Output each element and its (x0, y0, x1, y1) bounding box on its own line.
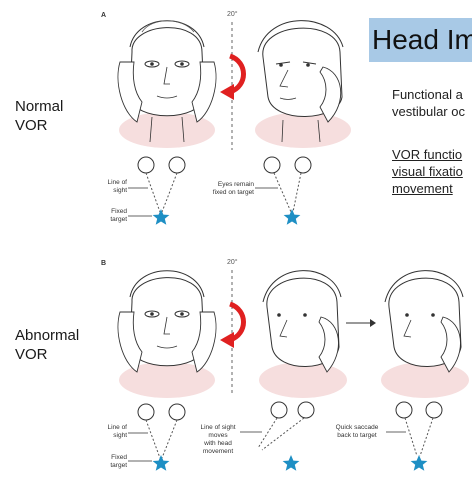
label-line-of-sight-a: Line of sight (95, 179, 127, 195)
label-text: Fixed (111, 208, 127, 215)
panel-b-letter: B (101, 260, 107, 267)
label-text: back to target (337, 432, 377, 439)
star-icon (282, 455, 300, 471)
head-turned-b (259, 270, 347, 398)
label-quick-saccade: Quick saccade back to target (330, 424, 384, 440)
head-front-b (117, 270, 217, 398)
star-icon (152, 209, 170, 225)
right-arrow-icon (346, 319, 376, 327)
rotation-arrow-icon (220, 53, 246, 100)
label-moves-with-head: Line of sight moves with head movement (196, 424, 240, 456)
star-icon (152, 455, 170, 471)
eye-circle-icon (137, 403, 155, 421)
head-turned-b-saccade (381, 270, 469, 398)
eye-circle-icon (297, 401, 315, 419)
label-text: Eyes remain (217, 181, 254, 188)
slide-title-background (369, 18, 472, 62)
side-underlined-line-2: visual fixatio (392, 164, 463, 179)
label-text: movement (202, 448, 234, 455)
label-text: Quick saccade (335, 424, 379, 431)
label-text: Line of (107, 424, 127, 431)
slide-title: Head Im (372, 24, 472, 55)
head-front-a (117, 20, 217, 148)
label-text: target (110, 462, 127, 469)
label-text: Line of (107, 179, 127, 186)
eye-circle-icon (395, 401, 413, 419)
eye-circle-icon (137, 156, 155, 174)
label-fixed-target-b: Fixed target (95, 454, 127, 470)
side-underlined-line-3: movement (392, 181, 453, 196)
label-eyes-remain: Eyes remain fixed on target (196, 181, 254, 197)
row-label-normal-line-2: VOR (15, 117, 48, 134)
eye-circle-icon (263, 156, 281, 174)
row-label-normal-line-1: Normal (15, 98, 64, 115)
row-label-normal: Normal VOR (15, 97, 63, 135)
side-text-line-1: Functional a (392, 87, 463, 102)
label-text: target (110, 216, 127, 223)
label-text: fixed on target (212, 189, 254, 196)
side-underlined-line-1: VOR functio (392, 147, 463, 162)
label-line-of-sight-b: Line of sight (95, 424, 127, 440)
star-icon (283, 209, 301, 225)
label-text: sight (113, 432, 127, 439)
head-turned-a (255, 20, 351, 148)
label-text: Fixed (111, 454, 127, 461)
row-label-abnormal: Abnormal VOR (15, 326, 79, 364)
eye-circle-icon (168, 403, 186, 421)
label-text: sight (113, 187, 127, 194)
panel-a-degrees: 20° (227, 11, 238, 18)
panel-b-degrees: 20° (227, 259, 238, 266)
label-text: with head (204, 440, 232, 447)
side-text-line-2: vestibular oc (392, 104, 465, 119)
eye-circle-icon (294, 156, 312, 174)
eye-circle-icon (168, 156, 186, 174)
star-icon (410, 455, 428, 471)
eye-circle-icon (270, 401, 288, 419)
label-text: Line of sight (200, 424, 236, 431)
row-label-abnormal-line-2: VOR (15, 346, 48, 363)
label-text: moves (208, 432, 228, 439)
panel-a-letter: A (101, 12, 107, 19)
row-label-abnormal-line-1: Abnormal (15, 327, 80, 344)
rotation-arrow-icon (220, 301, 246, 348)
label-fixed-target-a: Fixed target (95, 208, 127, 224)
eye-circle-icon (425, 401, 443, 419)
